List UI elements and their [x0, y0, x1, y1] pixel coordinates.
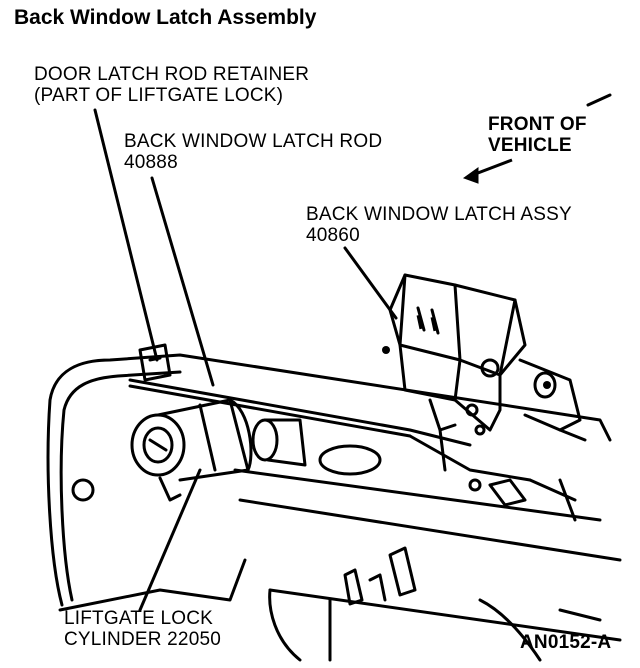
leader-retainer — [93, 108, 159, 362]
latch-rod — [128, 378, 472, 447]
label-liftgate-lock-cylinder: LIFTGATE LOCK CYLINDER 22050 — [64, 608, 221, 650]
lock-cylinder — [130, 398, 253, 502]
leader-front-arrow — [586, 93, 612, 107]
label-front-of-vehicle: FRONT OF VEHICLE — [488, 114, 587, 156]
figure-code: AN0152-A — [520, 632, 612, 653]
label-door-latch-rod-retainer: DOOR LATCH ROD RETAINER (PART OF LIFTGAT… — [34, 64, 310, 106]
label-back-window-latch-rod: BACK WINDOW LATCH ROD 40888 — [124, 131, 383, 173]
latch-assy-box — [388, 273, 587, 472]
leader-lock-cylinder — [138, 468, 202, 612]
leader-latch-assy — [343, 246, 398, 320]
liftgate-frame — [46, 353, 612, 607]
label-back-window-latch-assy: BACK WINDOW LATCH ASSY 40860 — [306, 204, 572, 246]
leader-latch-rod — [150, 176, 215, 387]
diagram-title: Back Window Latch Assembly — [14, 6, 317, 29]
